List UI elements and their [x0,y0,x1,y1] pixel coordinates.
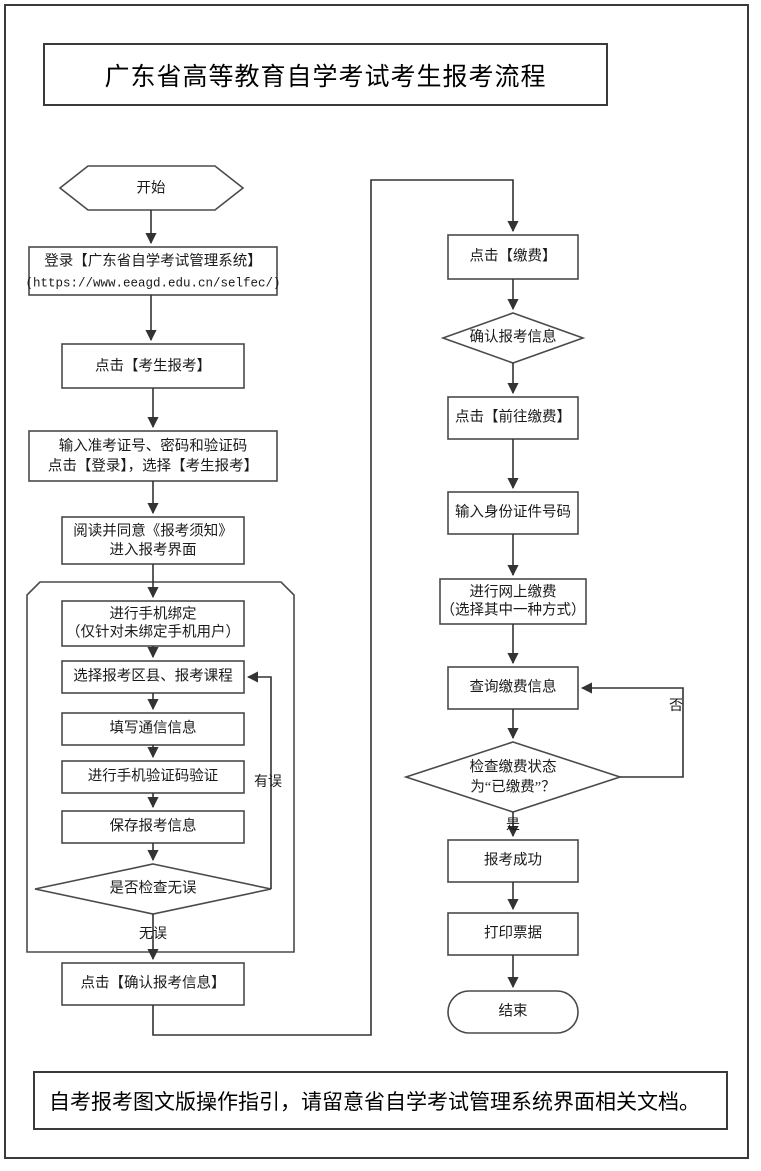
node-apply-success-label: 报考成功 [484,851,542,868]
edge-label-error: 有误 [254,774,282,790]
edge-label-yes: 是 [506,818,520,833]
node-online-pay-shape [439,578,587,625]
node-login-label: 登录【广东省自学考试管理系统】 [44,252,262,269]
node-click-apply-shape [61,343,245,389]
node-end-label: 结束 [499,1002,528,1019]
node-check-paid-label1: 检查缴费状态 [470,758,557,775]
node-click-apply-label: 点击【考生报考】 [95,357,211,374]
node-query-pay-shape [447,666,579,710]
node-select-course-label: 选择报考区县、报考课程 [73,667,233,684]
node-verify-sms-shape [61,760,245,794]
node-online-pay-label1: 进行网上缴费 [470,583,557,600]
node-end-shape [447,990,579,1034]
node-apply-success-shape [447,839,579,883]
node-start-shape [58,165,245,211]
node-bind-phone-label2: （仅针对未绑定手机用户） [66,623,240,640]
footer-note-text: 自考报考图文版操作指引，请留意省自学考试管理系统界面相关文档。 [49,1089,700,1114]
node-verify-sms-label: 进行手机验证码验证 [88,767,219,784]
node-confirm-info-shape [61,962,245,1006]
node-login-shape [28,246,278,296]
node-enter-id-shape [447,491,579,535]
node-check-paid-label2: 为“已缴费”？ [470,778,555,795]
footer-note-box: 自考报考图文版操作指引，请留意省自学考试管理系统界面相关文档。 [33,1071,728,1130]
node-click-pay-shape [447,234,579,280]
edge-label-no-error: 无误 [139,926,167,942]
node-save-info-label: 保存报考信息 [110,817,197,834]
node-read-notice-shape [61,516,245,565]
node-fill-contact-shape [61,712,245,746]
node-select-course-shape [61,660,245,694]
node-read-notice-label2: 进入报考界面 [110,541,197,558]
node-confirm-info-label: 点击【确认报考信息】 [81,974,226,991]
node-enter-id-label: 输入身份证件号码 [455,503,571,520]
edge-label-no: 否 [669,699,683,714]
node-online-pay-label2: （选择其中一种方式） [441,601,586,618]
node-print-receipt-shape [447,912,579,956]
edge-confirm-info-to-click-pay [152,179,519,1036]
node-enter-credentials-label1: 输入准考证号、密码和验证码 [59,437,248,454]
node-save-info-shape [61,810,245,844]
node-start-label: 开始 [137,179,166,196]
title-box: 广东省高等教育自学考试考生报考流程 [43,43,608,106]
page-title: 广东省高等教育自学考试考生报考流程 [104,63,547,91]
node-check-paid-shape [403,741,623,813]
page-outer-border [4,4,749,1159]
node-login-url: (https://www.eeagd.edu.cn/selfec/) [25,276,280,290]
node-fill-contact-label: 填写通信信息 [110,719,197,736]
edge-check-ok-error-loop [246,671,272,889]
node-click-pay-label: 点击【缴费】 [470,247,557,264]
edge-check-paid-no-loop [580,682,684,778]
node-query-pay-label: 查询缴费信息 [470,678,557,695]
subprocess-group-outline [26,581,295,953]
node-enter-credentials-label2: 点击【登录】，选择【考生报考】 [48,457,258,474]
node-enter-credentials-shape [28,430,278,482]
node-goto-pay-label: 点击【前往缴费】 [455,408,571,425]
node-bind-phone-shape [61,600,245,647]
node-confirm-apply-label: 确认报考信息 [470,328,557,345]
node-read-notice-label1: 阅读并同意《报考须知》 [73,521,233,539]
node-goto-pay-shape [447,396,579,440]
node-bind-phone-label1: 进行手机绑定 [110,605,197,622]
node-print-receipt-label: 打印票据 [484,924,542,941]
node-check-ok-label: 是否检查无误 [110,879,197,896]
